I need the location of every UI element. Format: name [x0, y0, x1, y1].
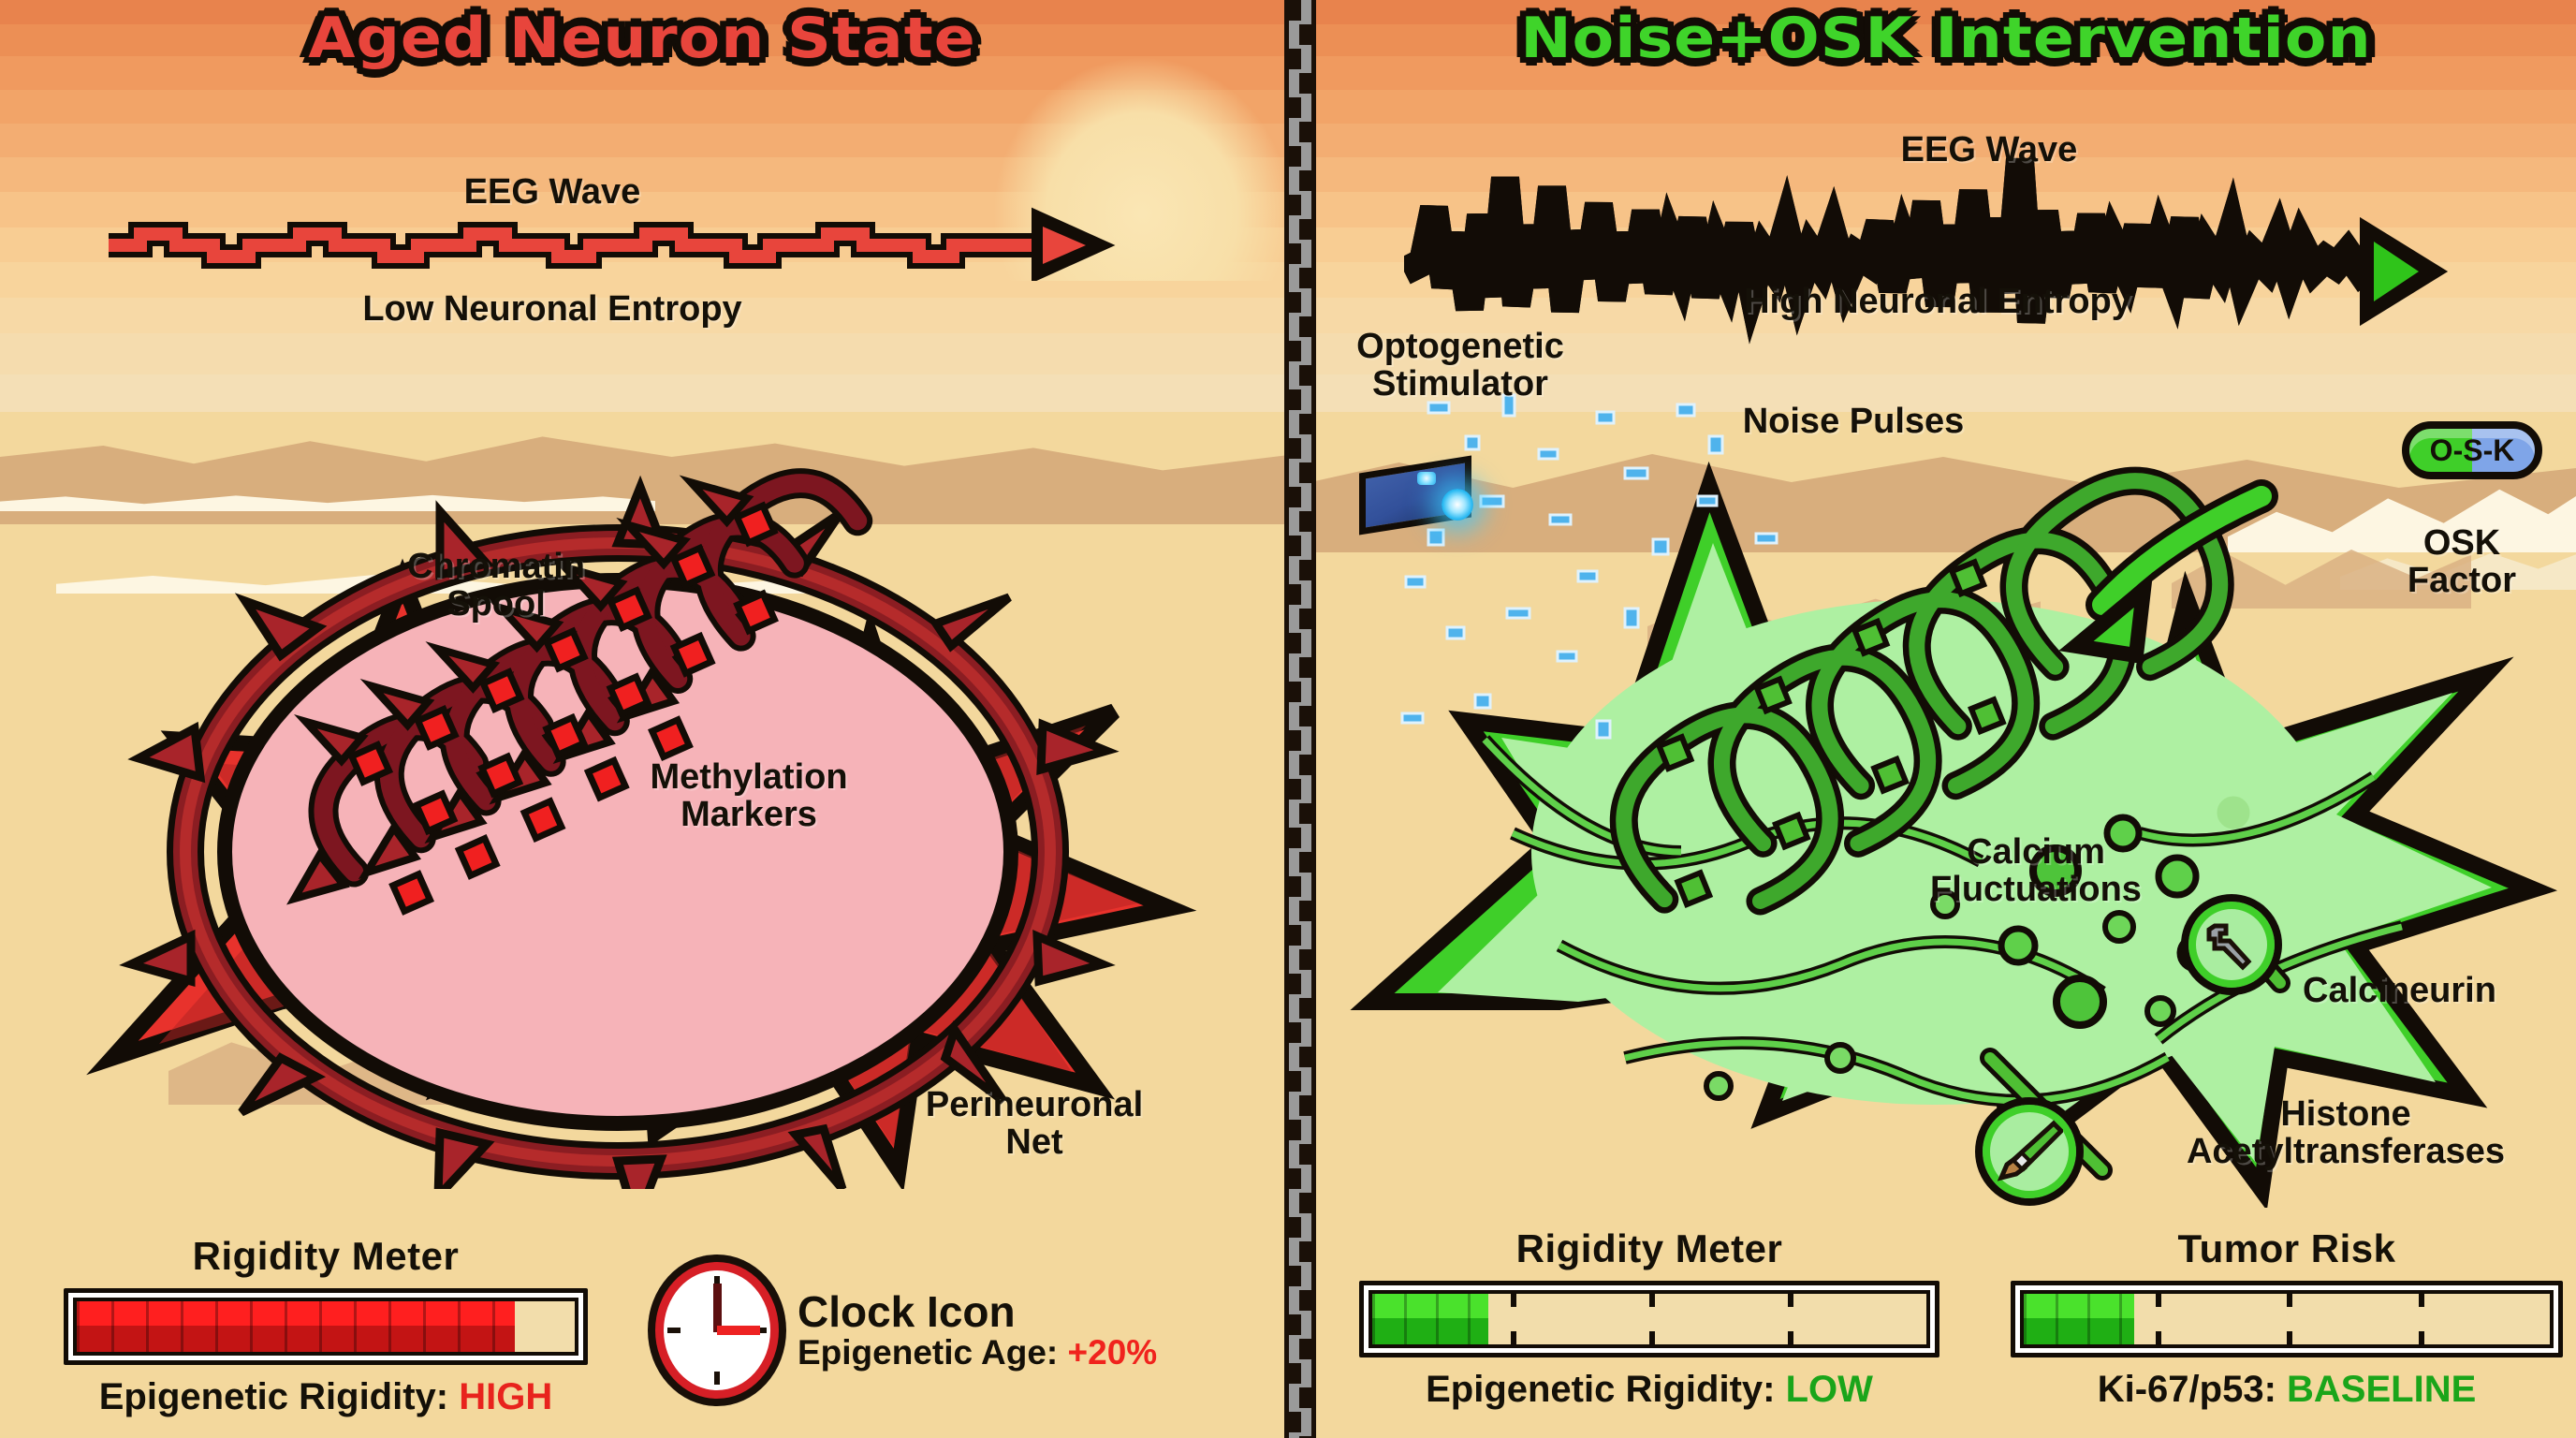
- meter-ticks-intervention-2: [2024, 1294, 2550, 1344]
- tumor-risk-caption-value: BASELINE: [2287, 1369, 2477, 1410]
- calcineurin-label: Calcineurin: [2303, 971, 2496, 1010]
- rigidity-meter-intervention: Rigidity Meter Epigenetic Rigidity: LOW: [1359, 1226, 1939, 1411]
- perineuronal-net-ring: [119, 475, 1120, 1189]
- eeg-label-intervention: EEG Wave: [1900, 130, 2078, 169]
- methylation-marker: [347, 501, 779, 916]
- panel-divider: [1284, 0, 1316, 1438]
- intervention-neuron-cell: [1350, 393, 2558, 1208]
- meter-ticks-aged: [77, 1301, 575, 1352]
- rigidity-caption-label-aged: Epigenetic Rigidity:: [98, 1376, 449, 1417]
- paintbrush-icon: [1997, 1120, 2063, 1181]
- perineuronal-net-label: Perineuronal Net: [925, 1085, 1144, 1163]
- meter-ticks-intervention-1: [1372, 1294, 1926, 1344]
- clock-text-block: Clock Icon Epigenetic Age: +20%: [798, 1286, 1158, 1372]
- rigidity-caption-value-intervention: LOW: [1785, 1369, 1873, 1410]
- epigenetic-clock-block: Clock Icon Epigenetic Age: +20%: [655, 1262, 1157, 1399]
- clock-hour-hand: [713, 1284, 722, 1332]
- histone-acetyltransferases-label: Histone Acetyltransferases: [2186, 1094, 2506, 1172]
- left-panel-title: Aged Neuron State: [0, 6, 1336, 71]
- meter-inner-aged: [68, 1293, 583, 1360]
- tumor-risk-caption-label: Ki-67/p53:: [2097, 1369, 2276, 1410]
- meter-fill-aged: [77, 1301, 516, 1352]
- right-panel-title: Noise+OSK Intervention: [1266, 6, 2576, 71]
- osk-pill-badge: O-S-K: [2402, 421, 2542, 479]
- clock-tick-right: [754, 1328, 767, 1333]
- eeg-label-aged: EEG Wave: [463, 172, 641, 212]
- aged-neuron-cell: [86, 468, 1197, 1189]
- osk-pill-text: O-S-K: [2429, 433, 2515, 467]
- noise-particles: [1400, 393, 1778, 740]
- rigidity-caption-aged: Epigenetic Rigidity: HIGH: [64, 1376, 588, 1418]
- rigidity-meter-aged: Rigidity Meter Epigenetic Rigidity: HIGH: [64, 1234, 588, 1418]
- tumor-risk-meter-title: Tumor Risk: [2177, 1226, 2396, 1270]
- noise-pulses-label: Noise Pulses: [1742, 402, 1965, 441]
- rigidity-caption-value-aged: HIGH: [459, 1376, 553, 1417]
- rigidity-caption-intervention: Epigenetic Rigidity: LOW: [1359, 1369, 1939, 1411]
- calcium-fluctuations-label: Calcium Fluctuations: [1930, 832, 2142, 910]
- rigidity-caption-label-intervention: Epigenetic Rigidity:: [1426, 1369, 1776, 1410]
- wrench-icon: [2206, 923, 2252, 971]
- meter-track-aged: [73, 1298, 578, 1356]
- chromatin-spool: [286, 468, 873, 916]
- clock-minute-hand: [717, 1326, 760, 1335]
- osk-factor-label: OSK Factor: [2407, 523, 2517, 601]
- meter-inner-intervention-1: [1364, 1285, 1935, 1353]
- osk-arrow: [2058, 479, 2278, 665]
- clock-icon-name: Clock Icon: [798, 1286, 1016, 1336]
- rigidity-meter-title-aged: Rigidity Meter: [192, 1234, 460, 1278]
- meter-track-intervention-2: [2020, 1290, 2554, 1348]
- left-panel-title-text: Aged Neuron State: [308, 6, 976, 71]
- epigenetic-age-caption: Epigenetic Age: +20%: [798, 1332, 1158, 1372]
- stimulator-lens-icon: [1442, 489, 1473, 521]
- eeg-wave-intervention: [1404, 122, 2449, 345]
- chromatin-spool-label: Chromatin Spool: [407, 547, 585, 624]
- entropy-label-aged: Low Neuronal Entropy: [362, 289, 742, 329]
- meter-shell-intervention-2: [2011, 1281, 2563, 1357]
- optogenetic-stimulator-icon: [1359, 451, 1490, 537]
- acetylation-marker: [1655, 558, 2007, 909]
- meter-shell-aged: [64, 1288, 588, 1365]
- epigenetic-age-label: Epigenetic Age:: [798, 1332, 1059, 1372]
- clock-tick-top: [714, 1276, 720, 1289]
- stimulator-led-icon: [1417, 472, 1436, 485]
- relaxed-chromatin-helix: [1609, 466, 2234, 916]
- rigidity-meter-title-intervention: Rigidity Meter: [1515, 1226, 1783, 1270]
- clock-tick-bottom: [714, 1372, 720, 1385]
- meter-track-intervention-1: [1368, 1290, 1930, 1348]
- eeg-wave-aged: [109, 207, 1116, 281]
- epigenetic-age-value: +20%: [1067, 1332, 1158, 1372]
- meter-inner-intervention-2: [2015, 1285, 2558, 1353]
- methylation-markers-label: Methylation Markers: [650, 757, 848, 835]
- clock-icon: [655, 1262, 779, 1399]
- tumor-risk-meter: Tumor Risk Ki-67/p53: BASELINE: [2011, 1226, 2563, 1411]
- tumor-risk-caption: Ki-67/p53: BASELINE: [2011, 1369, 2563, 1411]
- calcium-bubbles: [1704, 796, 2250, 1101]
- clock-tick-left: [667, 1328, 681, 1333]
- meter-shell-intervention-1: [1359, 1281, 1939, 1357]
- right-panel-title-text: Noise+OSK Intervention: [1520, 6, 2372, 71]
- meter-fill-intervention-2: [2024, 1294, 2135, 1344]
- optogenetic-stimulator-label: Optogenetic Stimulator: [1356, 327, 1564, 404]
- entropy-label-intervention: High Neuronal Entropy: [1744, 282, 2131, 321]
- meter-fill-intervention-1: [1372, 1294, 1489, 1344]
